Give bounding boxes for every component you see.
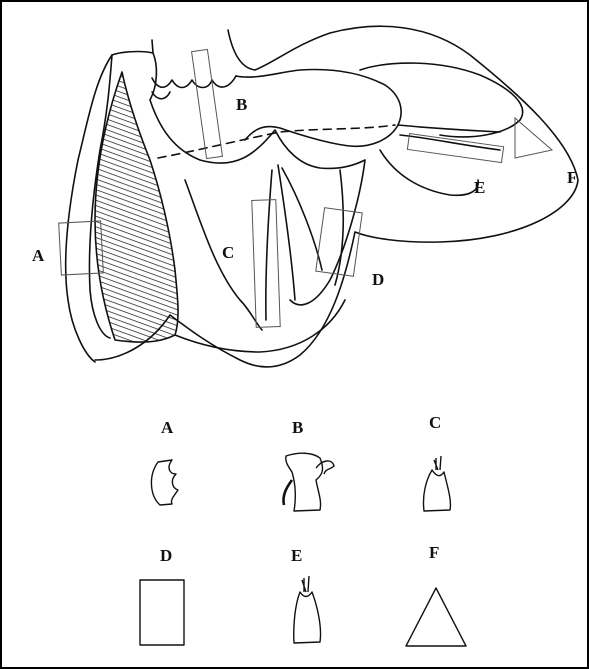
legend-shape-f <box>406 588 466 646</box>
valve-leaflets <box>152 76 236 88</box>
legend-shape-c-strands <box>434 456 441 470</box>
atrium-outline <box>236 70 401 147</box>
chordae-3 <box>282 168 322 270</box>
muscle-bundle-2 <box>400 135 500 150</box>
legend-shape-e-strands <box>302 576 309 592</box>
aorta-top <box>112 40 153 55</box>
legend-label-a: A <box>161 418 174 437</box>
legend-shape-e <box>294 592 321 643</box>
legend-label-b: B <box>292 418 303 437</box>
legend-label-f: F <box>429 543 439 562</box>
label-a: A <box>32 246 45 265</box>
chordae-2 <box>278 165 295 300</box>
lower-inner-curve <box>175 300 345 352</box>
legend-shape-b-leaflet <box>283 480 292 505</box>
legend-shape-d <box>140 580 184 645</box>
legend-shape-c <box>423 470 450 511</box>
lv-inner-outline <box>150 100 365 305</box>
legend-label-d: D <box>160 546 172 565</box>
label-f: F <box>567 168 577 187</box>
label-c: C <box>222 243 234 262</box>
muscle-bundle-1 <box>398 125 500 132</box>
label-b: B <box>236 95 247 114</box>
label-d: D <box>372 270 384 289</box>
legend-shape-a <box>151 460 178 505</box>
sample-box-b <box>192 49 223 158</box>
legend-label-c: C <box>429 413 441 432</box>
label-e: E <box>474 178 485 197</box>
chordae-1 <box>266 170 272 320</box>
legend-shape-b-hook <box>316 461 334 474</box>
septum-hatched <box>95 72 178 342</box>
valve-leaflets-2 <box>152 92 170 99</box>
legend-label-e: E <box>291 546 302 565</box>
dashed-plane <box>158 125 395 158</box>
